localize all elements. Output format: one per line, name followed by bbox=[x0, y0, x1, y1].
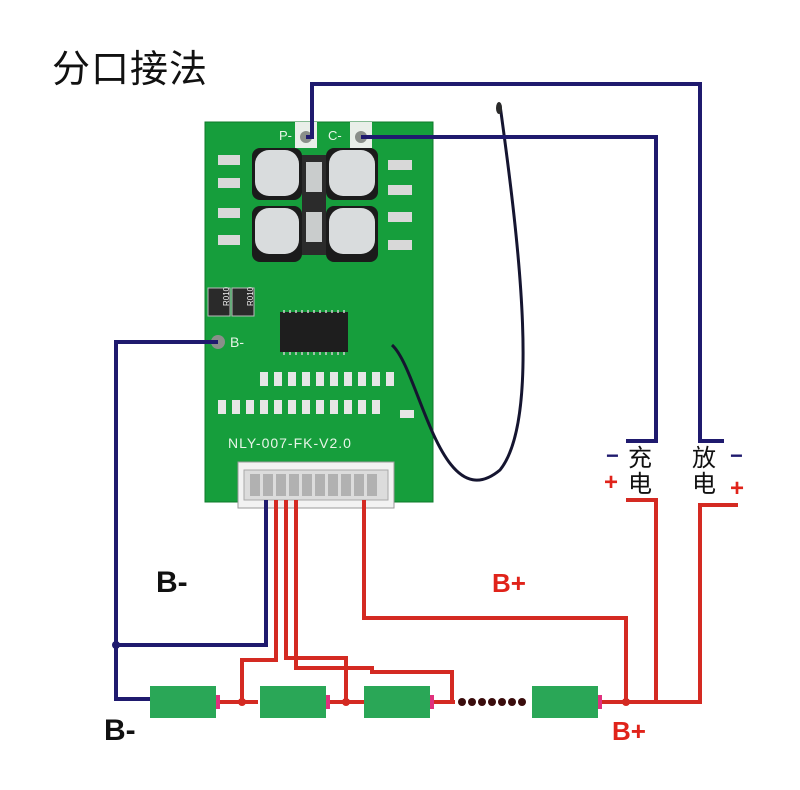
charge-minus-sign: − bbox=[606, 443, 619, 468]
mosfet-group bbox=[252, 148, 378, 262]
battery-cell-1 bbox=[150, 686, 216, 718]
battery-cell-n bbox=[532, 686, 598, 718]
resistor-1-label: R010 bbox=[222, 286, 231, 306]
temperature-probe-tip bbox=[496, 102, 502, 114]
b-pad-label: B- bbox=[230, 334, 244, 350]
balance-connector bbox=[237, 461, 395, 509]
positive-junctions bbox=[238, 698, 630, 706]
discharge-label-char-2: 电 bbox=[692, 470, 716, 498]
battery-cell-2 bbox=[260, 686, 326, 718]
b-minus-label-left: B- bbox=[156, 566, 188, 599]
bms-board: P- C- bbox=[204, 121, 434, 509]
discharge-plus-sign: + bbox=[730, 475, 744, 502]
b-plus-label-bottom: B+ bbox=[612, 716, 646, 746]
smd-components bbox=[218, 155, 412, 250]
discharge-minus-sign: − bbox=[730, 443, 743, 468]
p-pad-label: P- bbox=[279, 128, 292, 143]
sense-resistors: R010 R010 bbox=[207, 286, 255, 317]
temperature-probe-wire bbox=[390, 104, 525, 482]
battery-cells bbox=[150, 686, 602, 718]
charge-plus-sign: + bbox=[604, 469, 618, 496]
resistor-2-label: R010 bbox=[246, 286, 255, 306]
resistor-rows bbox=[218, 372, 414, 418]
b-plus-label-mid: B+ bbox=[492, 568, 526, 598]
c-pad-label: C- bbox=[328, 128, 342, 143]
series-ellipsis bbox=[458, 698, 526, 706]
bms-ic-chip bbox=[280, 312, 348, 352]
charge-label-char-2: 电 bbox=[628, 470, 652, 498]
positive-wires bbox=[218, 498, 738, 704]
negative-wires bbox=[114, 82, 724, 701]
board-model-label: NLY-007-FK-V2.0 bbox=[228, 435, 352, 451]
b-minus-label-bottom: B- bbox=[104, 714, 136, 747]
discharge-label-char-1: 放 bbox=[692, 444, 716, 472]
battery-cell-3 bbox=[364, 686, 430, 718]
charge-label-char-1: 充 bbox=[628, 444, 652, 472]
diagram-title: 分口接法 bbox=[52, 47, 209, 91]
b-minus-junction bbox=[112, 641, 120, 649]
